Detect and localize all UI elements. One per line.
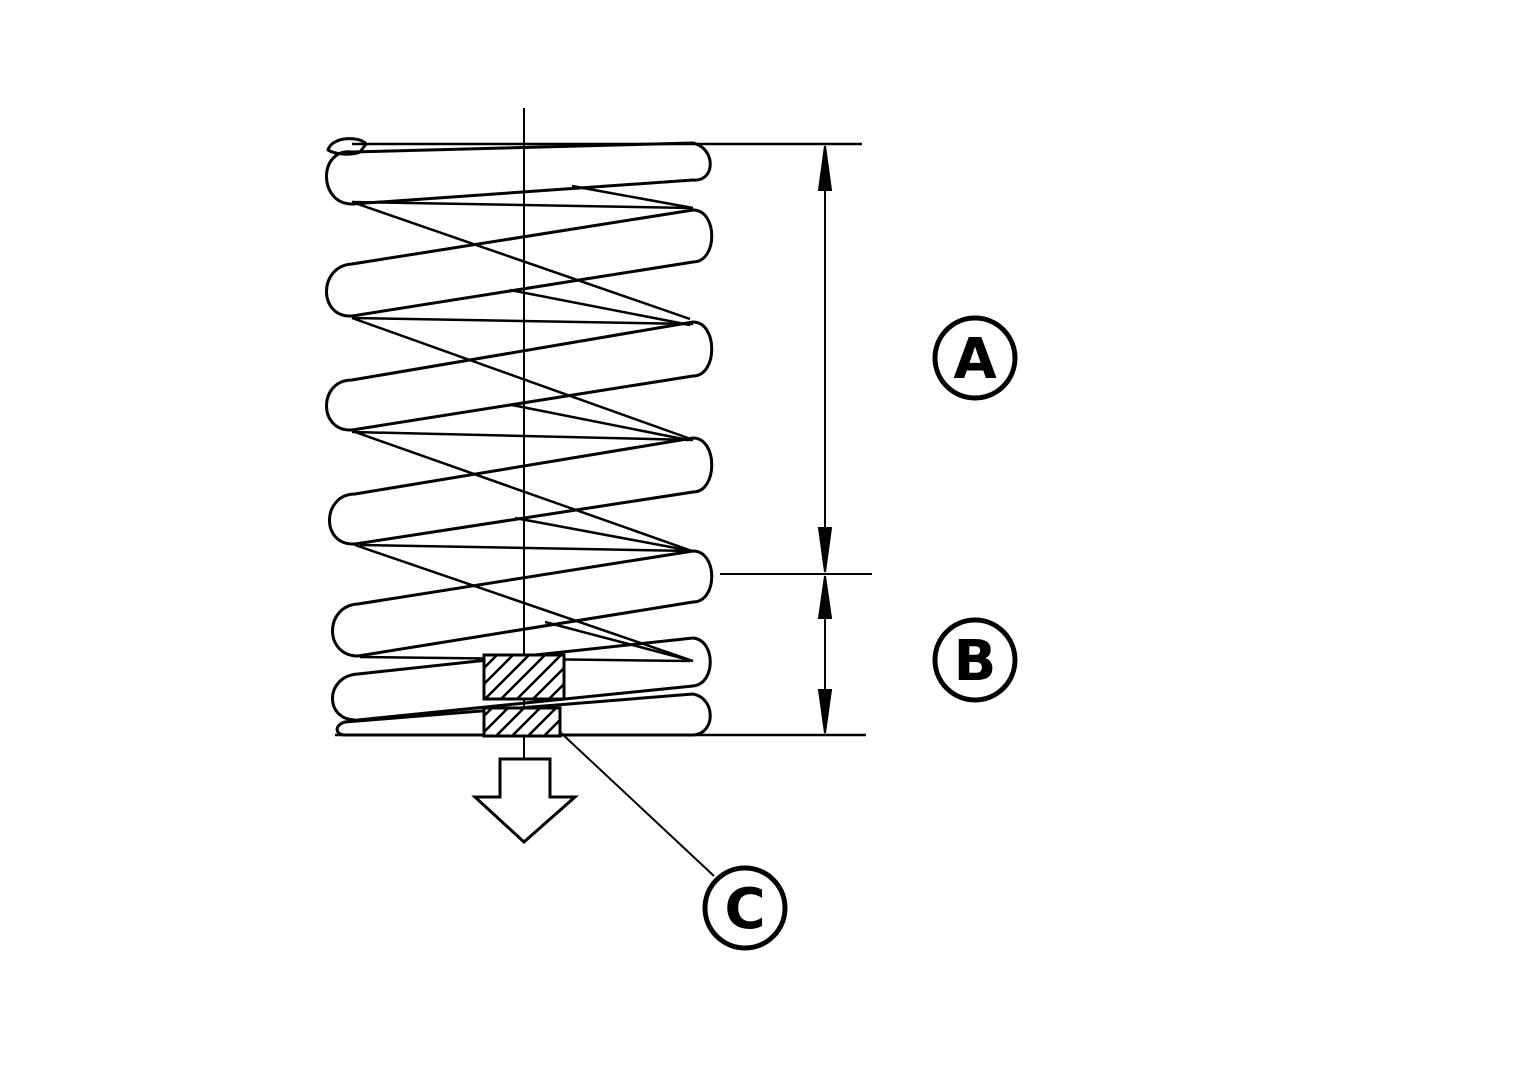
label-c-text: C	[724, 877, 765, 942]
label-a: A	[932, 315, 1018, 401]
label-b-circle	[932, 617, 1018, 703]
arrow-a-top	[817, 145, 833, 191]
coil-5	[331, 549, 714, 658]
coil-1	[325, 141, 712, 206]
hatched-section-icon	[482, 653, 566, 738]
coil-4	[328, 436, 714, 546]
down-arrow-outline	[471, 757, 579, 845]
coil-bottom	[335, 692, 712, 737]
hatched-block-upper	[482, 653, 566, 701]
arrow-b-top	[817, 575, 833, 619]
coil-3	[325, 320, 714, 432]
label-a-circle	[932, 315, 1018, 401]
arrow-b-bottom	[817, 689, 833, 734]
label-b: B	[932, 617, 1018, 703]
spring-back-zigzag-2	[509, 184, 694, 663]
label-c: C	[702, 865, 788, 951]
label-b-text: B	[954, 629, 997, 694]
spring-back-lines	[351, 184, 694, 663]
label-a-text: A	[953, 327, 997, 392]
leader-line-c	[559, 731, 715, 877]
coil-2	[325, 208, 714, 318]
hatched-block-lower	[482, 706, 562, 738]
arrow-a-bottom	[817, 527, 833, 573]
dimension-line	[817, 145, 833, 734]
down-arrow-icon	[471, 757, 579, 845]
spring-top-end	[326, 137, 368, 156]
spring-coils	[325, 137, 714, 737]
label-c-circle	[702, 865, 788, 951]
